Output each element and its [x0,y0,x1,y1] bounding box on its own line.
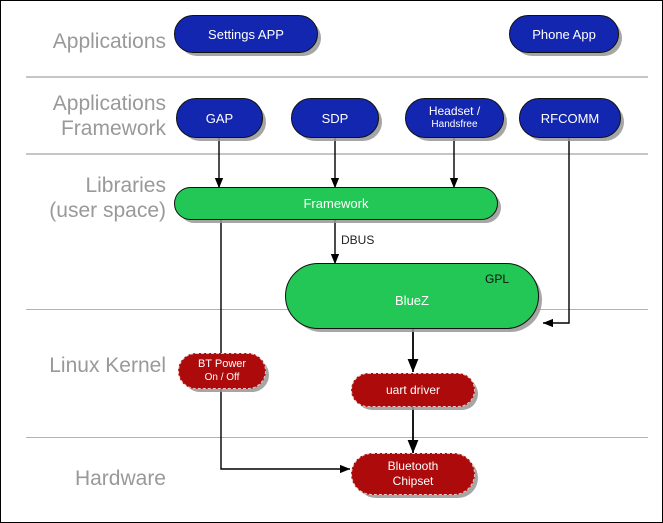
node-uart-driver[interactable]: uart driver [351,373,475,407]
node-phone-app[interactable]: Phone App [509,15,619,53]
band-label-linux-kernel: Linux Kernel [49,354,166,377]
node-settings-app-label: Settings APP [208,26,284,42]
node-bt-power[interactable]: BT Power On / Off [178,353,266,389]
node-sdp[interactable]: SDP [291,98,379,138]
node-bluetooth-chipset-label-line2: Chipset [392,474,434,488]
node-phone-app-label: Phone App [532,26,596,42]
node-headset-handsfree-label-line2: Handsfree [431,119,478,130]
node-framework[interactable]: Framework [174,187,498,220]
node-gap[interactable]: GAP [176,98,263,138]
divider-applications-framework [26,153,648,155]
node-bt-power-label-line1: BT Power [197,358,247,370]
node-bluetooth-chipset[interactable]: Bluetooth Chipset [351,453,475,495]
node-bluetooth-chipset-label-line1: Bluetooth [387,459,439,473]
node-bt-power-label-line2: On / Off [204,372,240,383]
node-gap-label: GAP [205,110,234,126]
node-bluez[interactable]: BlueZ [285,263,539,329]
node-uart-driver-label: uart driver [385,383,441,397]
node-rfcomm-label: RFCOMM [540,110,600,126]
band-label-libraries: Libraries (user space) [49,174,166,222]
divider-applications [26,76,648,78]
band-label-hardware: Hardware [74,467,166,490]
band-label-applications: Applications [52,30,166,53]
node-headset-handsfree[interactable]: Headset / Handsfree [405,98,504,138]
node-settings-app[interactable]: Settings APP [174,15,318,53]
node-bluez-license-tag: GPL [485,272,510,286]
node-sdp-label: SDP [321,110,349,126]
edge-label-dbus: DBUS [341,233,375,247]
node-bluez-label: BlueZ [395,292,429,308]
band-label-applications-framework: Applications Framework [52,92,166,140]
divider-linux-kernel [26,437,648,438]
node-framework-label: Framework [303,196,369,211]
node-rfcomm[interactable]: RFCOMM [519,98,621,138]
node-headset-handsfree-label-line1: Headset / [428,104,481,118]
